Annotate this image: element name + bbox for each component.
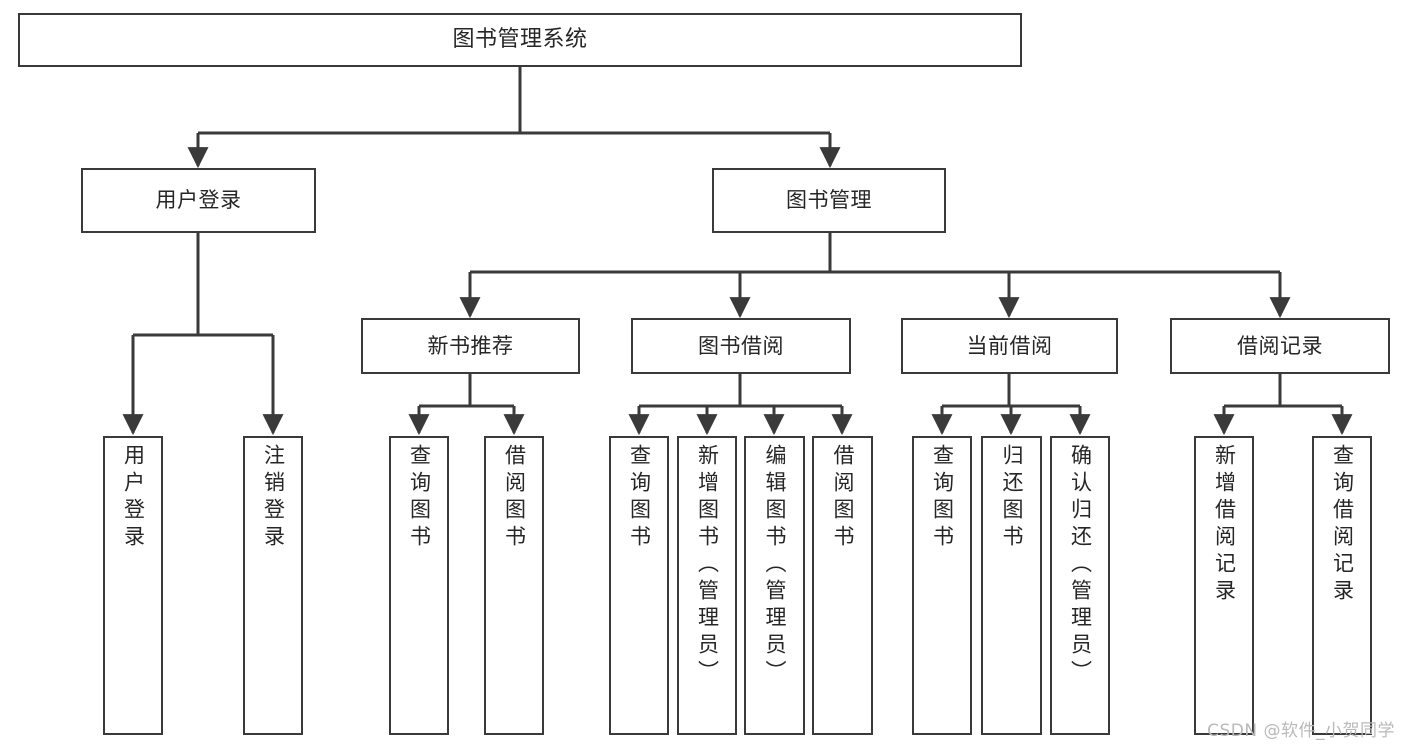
node-new-book-recommend[interactable]: 新书推荐 (361, 318, 580, 374)
node-label: 查询图书 (930, 444, 955, 552)
node-label: 新增图书（管理员） (695, 444, 720, 687)
node-label: 借阅图书 (502, 444, 527, 552)
node-current-borrow[interactable]: 当前借阅 (901, 318, 1118, 374)
node-user-login[interactable]: 用户登录 (81, 168, 316, 233)
node-label: 当前借阅 (966, 333, 1053, 358)
node-label: 用户登录 (121, 444, 146, 552)
node-leaf-edit-book[interactable]: 编辑图书（管理员） (744, 436, 805, 735)
node-label: 图书管理系统 (452, 27, 588, 53)
node-leaf-query-book-c[interactable]: 查询图书 (912, 436, 972, 735)
node-label: 归还图书 (1000, 444, 1024, 552)
node-leaf-borrow-book-b[interactable]: 借阅图书 (812, 436, 873, 735)
node-label: 注销登录 (261, 444, 286, 552)
node-leaf-query-borrow-record[interactable]: 查询借阅记录 (1312, 436, 1372, 735)
node-leaf-user-login[interactable]: 用户登录 (103, 436, 163, 735)
node-label: 用户登录 (155, 188, 242, 213)
node-label: 图书借阅 (698, 333, 784, 358)
node-label: 查询图书 (407, 444, 432, 552)
node-book-borrow[interactable]: 图书借阅 (631, 318, 851, 374)
node-leaf-query-book-b[interactable]: 查询图书 (609, 436, 669, 735)
node-label: 编辑图书（管理员） (763, 444, 787, 687)
node-book-manage[interactable]: 图书管理 (712, 168, 946, 233)
node-leaf-logout-login[interactable]: 注销登录 (243, 436, 303, 735)
node-label: 查询图书 (627, 444, 652, 552)
node-borrow-record[interactable]: 借阅记录 (1170, 318, 1390, 374)
node-leaf-add-borrow-record[interactable]: 新增借阅记录 (1194, 436, 1254, 735)
node-label: 新增借阅记录 (1212, 444, 1237, 606)
csdn-watermark: CSDN @软件_小贺同学 (1207, 721, 1395, 741)
node-leaf-query-book-a[interactable]: 查询图书 (389, 436, 449, 735)
node-label: 借阅记录 (1237, 333, 1323, 358)
node-label: 图书管理 (786, 188, 872, 213)
node-leaf-return-book[interactable]: 归还图书 (981, 436, 1042, 735)
node-root-system[interactable]: 图书管理系统 (18, 13, 1022, 67)
node-leaf-borrow-book-a[interactable]: 借阅图书 (484, 436, 544, 735)
node-leaf-confirm-return[interactable]: 确认归还（管理员） (1050, 436, 1110, 735)
node-label: 查询借阅记录 (1330, 444, 1355, 606)
node-leaf-add-book[interactable]: 新增图书（管理员） (677, 436, 737, 735)
node-label: 借阅图书 (831, 444, 855, 552)
node-label: 确认归还（管理员） (1068, 444, 1093, 687)
node-label: 新书推荐 (427, 333, 514, 358)
